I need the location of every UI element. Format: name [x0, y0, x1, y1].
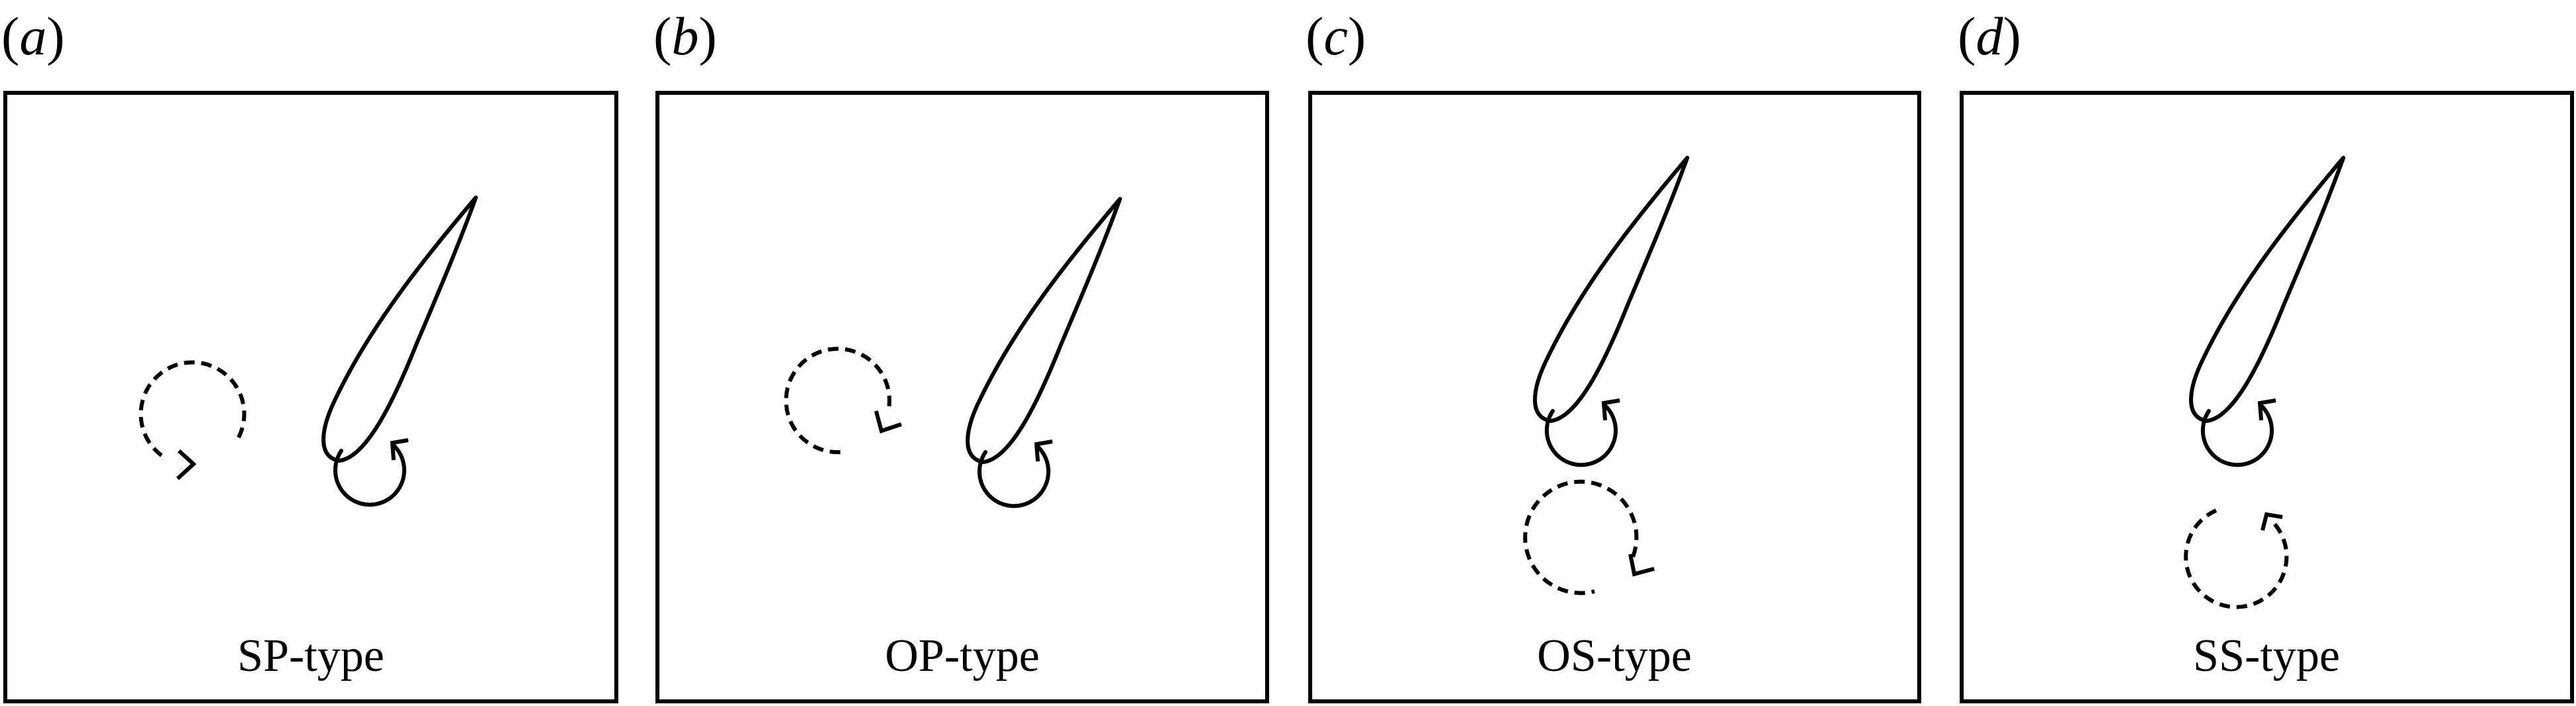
panel-c-secondary-arrow-icon: [1628, 554, 1655, 577]
panel-d-primary-arrow-icon: [2257, 398, 2276, 421]
panel-b-label: OP-type: [885, 630, 1039, 681]
panel-b-primary-arrow-icon: [1034, 440, 1053, 462]
panel-d-letter-text: d: [1976, 6, 2003, 66]
panel-a-secondary-arrow-icon: [176, 449, 197, 481]
panel-d-frame: [1960, 91, 2574, 703]
panel-c-label: OS-type: [1537, 630, 1691, 681]
panel-b-primary-vortex: [977, 443, 1050, 508]
panel-a: (a) SP-type: [1, 6, 618, 703]
panel-d: (d) SS-type: [1958, 6, 2574, 703]
panel-b-airfoil: [966, 197, 1122, 464]
panel-b: (b) OP-type: [653, 6, 1269, 703]
panel-b-letter-text: b: [671, 6, 699, 66]
panel-c-letter-text: c: [1323, 6, 1347, 66]
panel-d-secondary-arrow-icon: [2261, 512, 2283, 531]
panel-c: (c) OS-type: [1306, 6, 1921, 703]
panel-a-primary-arrow-icon: [390, 438, 409, 461]
panel-a-primary-vortex: [333, 442, 406, 507]
panel-c-letter: (c): [1306, 6, 1366, 66]
panel-a-frame: [3, 91, 618, 703]
panel-b-frame: [655, 91, 1269, 703]
panel-a-airfoil: [321, 196, 478, 463]
panel-a-letter: (a): [1, 6, 65, 66]
panel-d-secondary-vortex: [2184, 508, 2289, 609]
panel-c-airfoil: [1533, 156, 1689, 423]
panel-c-primary-arrow-icon: [1601, 398, 1620, 421]
panel-d-label: SS-type: [2193, 630, 2340, 681]
panel-b-secondary-arrow-icon: [874, 410, 902, 434]
panel-c-frame: [1308, 91, 1921, 703]
panel-b-letter: (b): [653, 6, 717, 66]
panel-c-secondary-vortex: [1523, 479, 1639, 595]
panel-d-airfoil: [2189, 156, 2345, 423]
panel-a-letter-text: a: [19, 6, 46, 66]
panel-b-secondary-vortex: [784, 347, 892, 455]
panel-a-label: SP-type: [237, 630, 384, 681]
panel-c-primary-vortex: [1544, 402, 1618, 467]
panel-a-secondary-vortex: [139, 360, 247, 459]
panel-d-letter: (d): [1958, 6, 2021, 66]
panel-d-primary-vortex: [2200, 402, 2274, 467]
